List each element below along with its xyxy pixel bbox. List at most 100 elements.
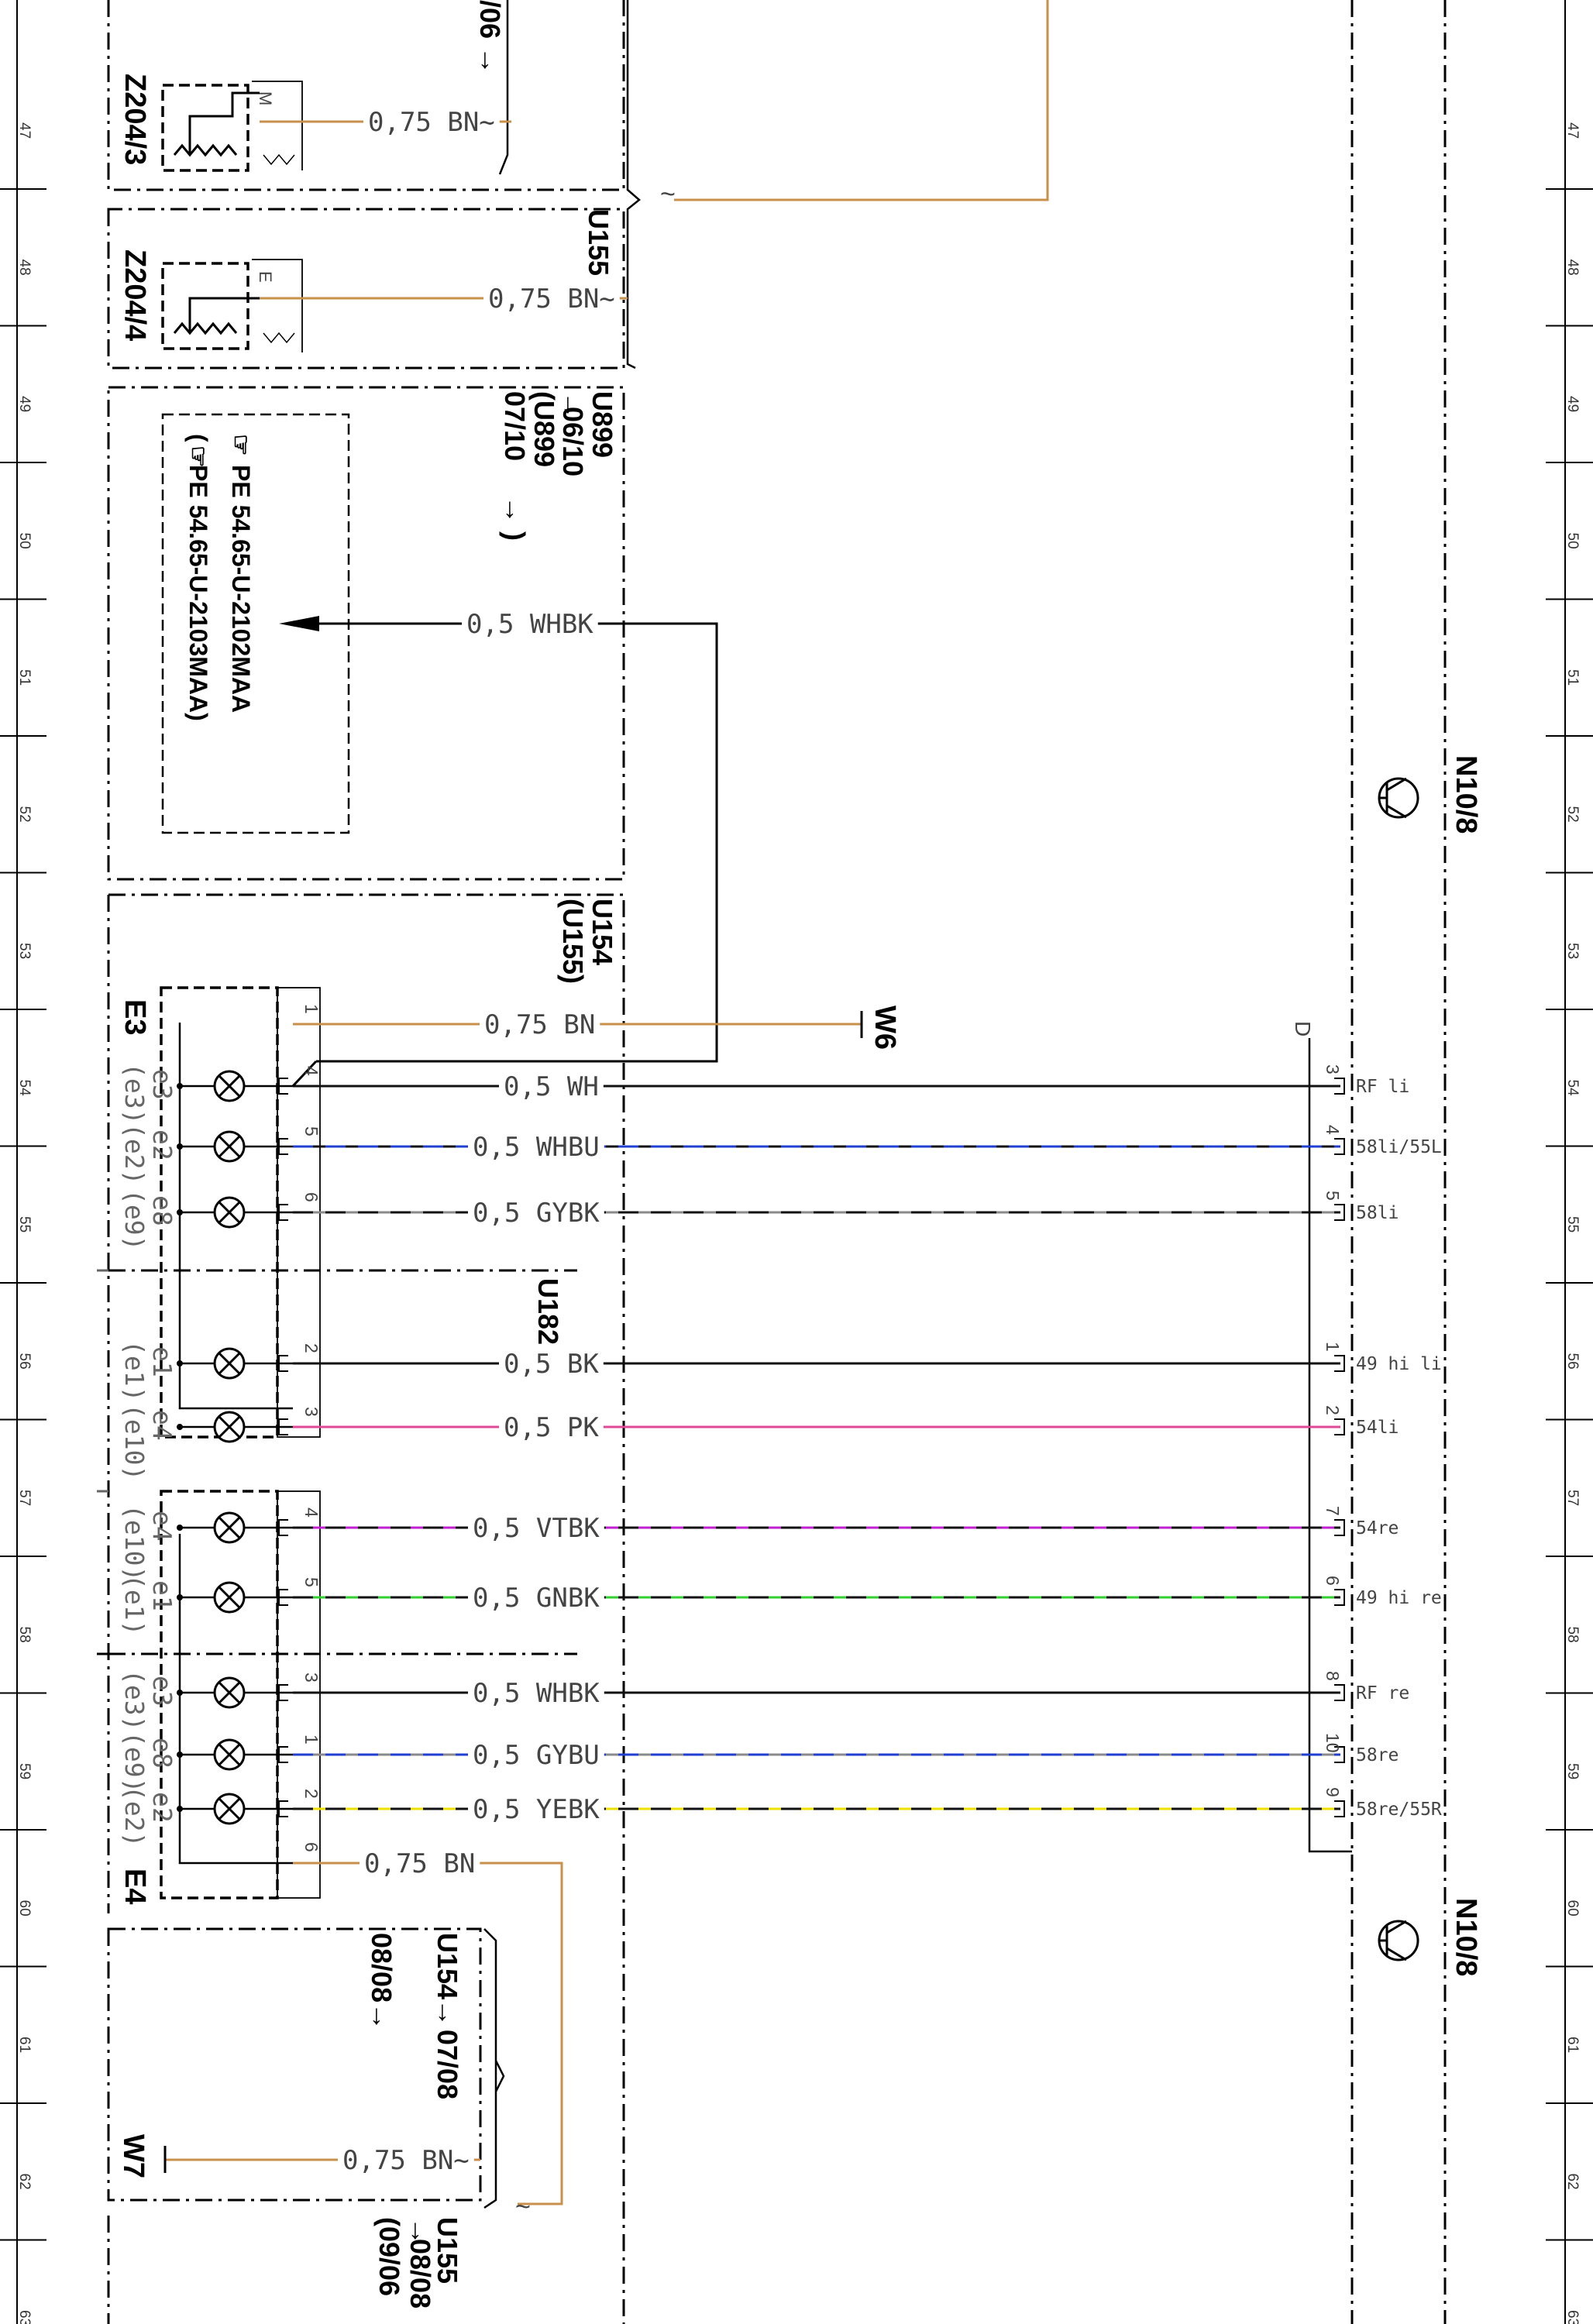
pin-number-n10-8: 9 (1323, 1787, 1343, 1797)
module-label-u182: U182 (532, 1278, 564, 1345)
module-label-u154-paren: (U155) (557, 899, 589, 984)
row-number-right: 59 (1564, 1763, 1581, 1779)
component-n10-8: N10/8 (1450, 755, 1482, 834)
module-label-top-cut: /06 (474, 0, 506, 39)
pin-number-n10-8: 3 (1323, 1064, 1343, 1074)
module-boundaries (107, 0, 1447, 2324)
hand-pointer-icon: ☞ (227, 434, 255, 456)
wire-label-bg (468, 1793, 604, 1823)
pin-label-e: E (256, 271, 275, 283)
wire-label-bk: 0,5 BK (504, 1349, 599, 1380)
row-number-right: 58 (1564, 1627, 1581, 1643)
lamp-code: e2 (147, 1792, 177, 1823)
arrows (279, 616, 319, 631)
pin-number-n10-8: 6 (1323, 1576, 1343, 1586)
lamp-icon (177, 1511, 293, 1544)
lamp-code: e1 (147, 1346, 177, 1377)
wire-label-gybk: 0,5 GYBK (473, 1198, 600, 1229)
lamp-code: e3 (147, 1676, 177, 1707)
row-number-right: 48 (1564, 260, 1581, 276)
wire-label-bg (480, 1009, 600, 1038)
lamp-code-alt: (e2) (119, 1123, 150, 1184)
wire-label-bg (499, 1071, 604, 1100)
pin-number: 3 (301, 1673, 322, 1683)
module-label-u155-bottom-paren: (09/06 (373, 2217, 405, 2296)
lamp-code-alt: (e1) (119, 1574, 150, 1635)
pin-label-m: M (256, 91, 275, 105)
wire-label-vtbk: 0,5 VTBK (473, 1513, 600, 1544)
transistor-icon (1378, 777, 1419, 819)
row-number-left: 60 (16, 1900, 33, 1917)
pin-number-n10-8: 5 (1323, 1191, 1343, 1201)
lamp-code-alt: (e1) (119, 1340, 150, 1401)
pin-number-n10-8: 7 (1323, 1506, 1343, 1516)
continuation-tilde: ~ (515, 2192, 531, 2222)
lamp-code: e3 (147, 1069, 177, 1100)
row-number-left: 54 (16, 1080, 33, 1097)
wire-label-bg (468, 1512, 604, 1542)
lamp-code: e2 (147, 1129, 177, 1160)
pin-number-n10-8: 8 (1323, 1671, 1343, 1681)
row-number-right: 62 (1564, 2174, 1581, 2190)
row-number-left: 50 (16, 533, 33, 549)
arrow-down-icon: → (557, 391, 589, 419)
lamp-layer (177, 1070, 293, 1825)
wire-label-bg (499, 1411, 604, 1441)
lamp-icon (177, 1581, 293, 1614)
pin-number: 6 (301, 1192, 322, 1202)
connector-outlines (252, 81, 321, 1899)
module-label-u899-to: 06/10 (557, 407, 589, 476)
arrow-down-icon: → (404, 2217, 436, 2245)
wire-label-whbk-pe: 0,5 WHBK (466, 609, 594, 640)
row-number-right: 56 (1564, 1353, 1581, 1370)
component-e4: E4 (119, 1868, 151, 1904)
pe-note-2-open: ( (184, 434, 212, 442)
module-label-u154-bottom: U154 (432, 1933, 463, 1999)
module-label-u899: U899 (587, 391, 618, 458)
lamp-icon (177, 1196, 293, 1229)
lamp-code-alt: (e10) (119, 1504, 150, 1581)
module-label-u154-bottom-from: 07/08 (432, 2030, 463, 2099)
module-label-u154: U154 (587, 899, 618, 965)
wire-label-pk: 0,5 PK (504, 1412, 599, 1443)
wire-label-whbk: 0,5 WHBK (473, 1678, 600, 1709)
lamp-bus (178, 1023, 293, 1865)
function-label: 54li (1356, 1418, 1399, 1438)
wire-label-gybu: 0,5 GYBU (473, 1740, 600, 1771)
row-number-left: 57 (16, 1490, 33, 1506)
wire-feed-top (674, 0, 1049, 201)
module-boundary-u154-bottom (107, 1927, 482, 2202)
lamp-code-alt: (e9) (119, 1731, 150, 1793)
ground-symbols (163, 1011, 863, 2173)
rotated-labels: U155 U899 06/10 → (U899 07/10 → ) /06 → … (117, 0, 1482, 2309)
row-number-left: 51 (16, 669, 33, 686)
arrow-down-icon: → (474, 46, 506, 74)
z204-heater-symbols (173, 91, 295, 344)
pin-number: 5 (301, 1577, 322, 1587)
pin-number: 6 (301, 1842, 322, 1852)
row-number-left: 49 (16, 396, 33, 412)
wire-label-bg (468, 1582, 604, 1611)
component-z204-3: Z204/3 (119, 74, 151, 165)
lamp-icon (177, 1130, 293, 1163)
wire-label-e4-bn: 0,75 BN (364, 1848, 475, 1879)
lamp-code-alt: (e2) (119, 1786, 150, 1847)
arrow-down-icon: → (432, 1999, 463, 2027)
pin-number-n10-8: 1 (1323, 1342, 1343, 1352)
z204-4-heater-icon (173, 321, 238, 335)
lamp-icon (177, 1070, 293, 1102)
wire-label-yebk: 0,5 YEBK (473, 1794, 600, 1825)
wire-label-bg (468, 1131, 604, 1160)
module-label-u899-paren-to: 07/10 (499, 391, 531, 461)
component-z204-4: Z204/4 (119, 249, 151, 341)
row-number-left: 55 (16, 1216, 33, 1232)
lamp-icon (177, 1676, 293, 1709)
wire-label-bg (468, 1197, 604, 1226)
row-number-right: 55 (1564, 1216, 1581, 1232)
lamp-code-alt: (e9) (119, 1189, 150, 1250)
